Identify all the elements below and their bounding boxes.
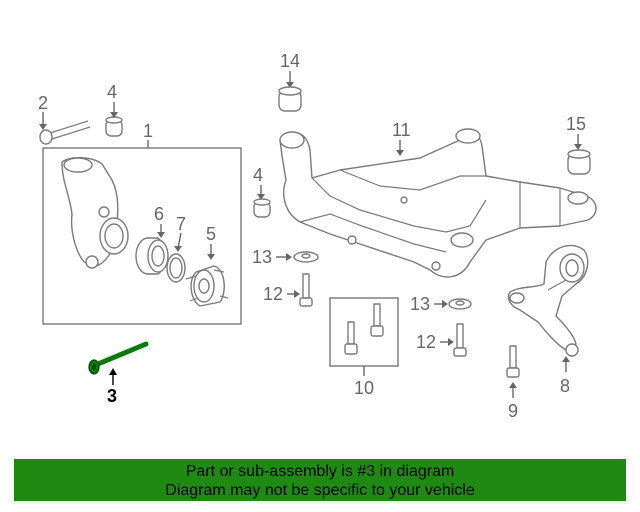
callout-14: 14	[280, 51, 300, 71]
part-2-bolt[interactable]	[39, 120, 91, 145]
part-12-bolt-left[interactable]	[299, 273, 313, 307]
callout-13-left: 13	[252, 247, 272, 267]
arrow-11	[396, 150, 404, 156]
part-14-bushing[interactable]	[278, 86, 302, 112]
part-12-bolt-right[interactable]	[453, 323, 467, 357]
callout-3: 3	[107, 386, 117, 406]
callout-4-mid: 4	[253, 165, 263, 185]
arrow-4-mid	[257, 194, 265, 200]
arrow-5	[207, 254, 215, 260]
part-13-washer-left[interactable]	[293, 251, 319, 263]
arrow-2	[39, 124, 47, 130]
callout-6: 6	[154, 204, 164, 224]
part-9-bolt[interactable]	[506, 345, 520, 378]
assembly-10-box	[329, 297, 399, 367]
arrow-12-left	[294, 290, 300, 298]
arrow-6	[157, 232, 165, 238]
callout-5: 5	[206, 224, 216, 244]
callout-13-right: 13	[410, 294, 430, 314]
banner-line-1: Part or sub-assembly is #3 in diagram	[185, 463, 455, 480]
part-15-bushing[interactable]	[567, 149, 591, 175]
arrow-13-right	[442, 300, 448, 308]
part-8-control-arm[interactable]	[507, 244, 589, 357]
arrow-3	[109, 368, 117, 375]
arrow-9	[509, 382, 517, 388]
parts-diagram: 2 4 1 6 7 5	[38, 51, 597, 421]
callout-1: 1	[143, 121, 153, 141]
arrow-15	[574, 144, 582, 150]
arrow-7	[174, 246, 182, 252]
part-10-bolts[interactable]	[344, 303, 384, 355]
banner-line-2: Diagram may not be specific to your vehi…	[165, 482, 475, 499]
part-4-bushing-mid[interactable]	[253, 198, 271, 218]
arrow-14	[286, 82, 294, 88]
part-6-bearing[interactable]	[135, 237, 169, 275]
arrow-12-right	[448, 338, 454, 346]
part-11-crossmember[interactable]	[279, 128, 597, 278]
arrow-8	[562, 356, 570, 362]
notice-banner: Part or sub-assembly is #3 in diagram Di…	[14, 459, 626, 501]
callout-9: 9	[508, 401, 518, 421]
leader-7	[177, 232, 182, 249]
callout-2: 2	[38, 93, 48, 113]
callout-8: 8	[560, 376, 570, 396]
part-5-hub[interactable]	[185, 265, 229, 307]
arrow-4-top	[110, 112, 118, 118]
part-1-knuckle[interactable]	[61, 157, 129, 269]
part-4-bushing-top[interactable]	[105, 116, 123, 137]
callout-11: 11	[392, 120, 411, 140]
callout-4-top: 4	[107, 82, 117, 102]
callout-7: 7	[176, 214, 186, 234]
arrow-13-left	[286, 253, 292, 261]
assembly-1-box	[42, 147, 242, 325]
part-3-bolt[interactable]	[88, 341, 149, 375]
part-7-snap-ring[interactable]	[166, 253, 186, 283]
callout-12-right: 12	[416, 332, 436, 352]
callout-12-left: 12	[263, 284, 283, 304]
part-13-washer-right[interactable]	[448, 298, 472, 310]
callout-15: 15	[566, 114, 586, 134]
callout-10: 10	[354, 378, 374, 398]
